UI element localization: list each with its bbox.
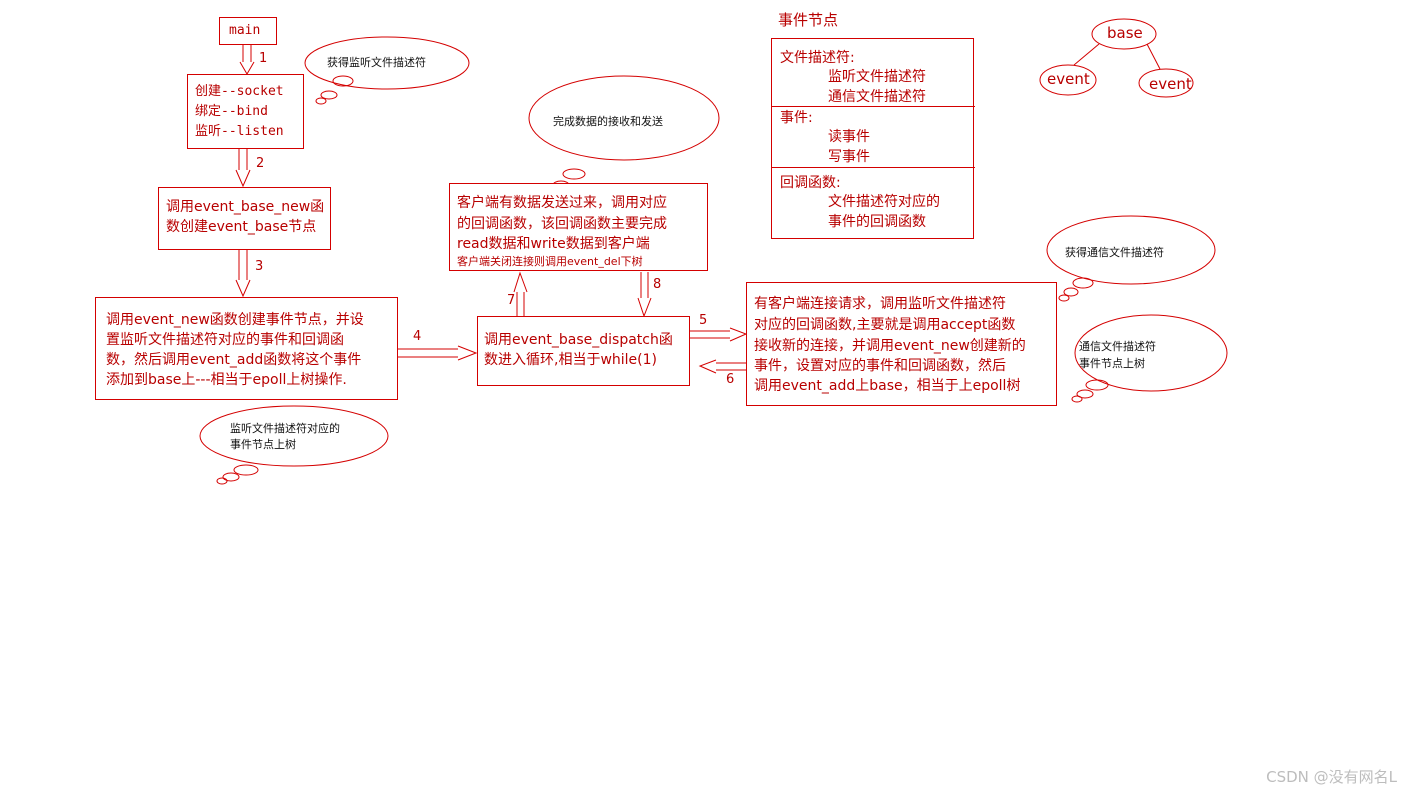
accept-line-5: 调用event_add上base，相当于上epoll树 xyxy=(754,378,1021,394)
step-number-1: 1 xyxy=(259,51,268,66)
read-write-line-2: 的回调函数，该回调函数主要完成 xyxy=(457,216,667,232)
event-del-note: 客户端关闭连接则调用event_del下树 xyxy=(457,255,643,268)
event-new-line-4: 添加到base上---相当于epoll上树操作. xyxy=(106,372,347,388)
bind-line: 绑定--bind xyxy=(195,104,268,119)
step-number-3: 3 xyxy=(255,259,264,274)
step-number-5: 5 xyxy=(699,313,708,328)
tree-root-node xyxy=(1091,18,1157,50)
csdn-watermark: CSDN @没有网名L xyxy=(1266,768,1397,786)
read-write-box: 客户端有数据发送过来，调用对应 的回调函数，该回调函数主要完成 read数据和w… xyxy=(449,183,708,271)
bubble-get-listen-fd xyxy=(304,36,470,105)
tree-right-label: event xyxy=(1149,75,1192,93)
bubble-get-comm-fd xyxy=(1046,215,1216,302)
callback-item-2: 事件的回调函数 xyxy=(828,214,926,230)
arrow-8 xyxy=(637,272,652,318)
read-write-line-1: 客户端有数据发送过来，调用对应 xyxy=(457,195,667,211)
accept-line-4: 事件，设置对应的事件和回调函数，然后 xyxy=(754,358,1006,374)
event-node-box: 文件描述符: 监听文件描述符 通信文件描述符 事件: 读事件 写事件 回调函数:… xyxy=(771,38,975,239)
bubble-get-comm-fd-text: 获得通信文件描述符 xyxy=(1065,246,1164,259)
bubble-comm-fd-on-tree-line-1: 通信文件描述符 xyxy=(1079,340,1156,353)
accept-line-1: 有客户端连接请求，调用监听文件描述符 xyxy=(754,296,1006,312)
event-header: 事件: xyxy=(780,110,813,126)
arrow-1 xyxy=(239,45,255,75)
listen-line: 监听--listen xyxy=(195,124,284,139)
event-new-box: 调用event_new函数创建事件节点，并设 置监听文件描述符对应的事件和回调函… xyxy=(95,297,398,400)
event-item-read: 读事件 xyxy=(828,129,870,145)
socket-bind-listen-box: 创建--socket 绑定--bind 监听--listen xyxy=(187,74,304,149)
callback-header: 回调函数: xyxy=(780,175,841,191)
step-number-2: 2 xyxy=(256,156,265,171)
main-label: main xyxy=(229,23,261,38)
bubble-complete-io-text: 完成数据的接收和发送 xyxy=(553,115,663,128)
tree-edge-left xyxy=(1073,43,1100,66)
arrow-6 xyxy=(698,359,746,374)
dispatch-line-1: 调用event_base_dispatch函 xyxy=(484,332,673,348)
read-write-line-3: read数据和write数据到客户端 xyxy=(457,236,650,252)
event-new-line-3: 数，然后调用event_add函数将这个事件 xyxy=(106,352,362,368)
event-node-title: 事件节点 xyxy=(778,11,839,29)
tree-root-label: base xyxy=(1107,24,1143,42)
event-base-new-line-1: 调用event_base_new函 xyxy=(166,199,325,215)
main-box: main xyxy=(219,17,277,45)
bubble-get-listen-fd-text: 获得监听文件描述符 xyxy=(327,56,426,69)
dispatch-box: 调用event_base_dispatch函 数进入循环,相当于while(1) xyxy=(477,316,690,386)
event-new-line-2: 置监听文件描述符对应的事件和回调函 xyxy=(106,332,344,348)
event-base-new-box: 调用event_base_new函 数创建event_base节点 xyxy=(158,187,331,250)
tree-edge-right xyxy=(1146,43,1161,70)
fd-item-listen: 监听文件描述符 xyxy=(828,69,926,85)
bubble-comm-fd-on-tree-line-2: 事件节点上树 xyxy=(1079,357,1145,370)
callback-item-1: 文件描述符对应的 xyxy=(828,194,940,210)
accept-box: 有客户端连接请求，调用监听文件描述符 对应的回调函数,主要就是调用accept函… xyxy=(746,282,1057,406)
event-base-new-line-2: 数创建event_base节点 xyxy=(166,219,317,235)
bubble-complete-io xyxy=(528,75,720,196)
arrow-5 xyxy=(690,327,748,342)
tree-diagram xyxy=(1039,18,1194,98)
fd-header: 文件描述符: xyxy=(780,50,855,66)
bubble-listen-fd-on-tree xyxy=(199,405,389,485)
event-new-line-1: 调用event_new函数创建事件节点，并设 xyxy=(106,312,364,328)
arrow-4 xyxy=(398,345,478,361)
arrow-7 xyxy=(513,271,528,316)
tree-left-node xyxy=(1039,64,1097,96)
arrow-3 xyxy=(235,250,251,298)
bubble-comm-fd-on-tree xyxy=(1071,314,1228,403)
arrow-2 xyxy=(235,149,251,188)
event-item-write: 写事件 xyxy=(828,149,870,165)
accept-line-3: 接收新的连接，并调用event_new创建新的 xyxy=(754,338,1026,354)
step-number-8: 8 xyxy=(653,277,662,292)
step-number-6: 6 xyxy=(726,372,735,387)
tree-left-label: event xyxy=(1047,70,1090,88)
bubble-listen-fd-on-tree-line-1: 监听文件描述符对应的 xyxy=(230,422,340,435)
dispatch-line-2: 数进入循环,相当于while(1) xyxy=(484,352,657,368)
bubble-listen-fd-on-tree-line-2: 事件节点上树 xyxy=(230,438,296,451)
step-number-4: 4 xyxy=(413,329,422,344)
accept-line-2: 对应的回调函数,主要就是调用accept函数 xyxy=(754,317,1016,333)
socket-line: 创建--socket xyxy=(195,84,284,99)
fd-item-comm: 通信文件描述符 xyxy=(828,89,926,105)
step-number-7: 7 xyxy=(507,293,516,308)
tree-right-node xyxy=(1138,68,1194,98)
